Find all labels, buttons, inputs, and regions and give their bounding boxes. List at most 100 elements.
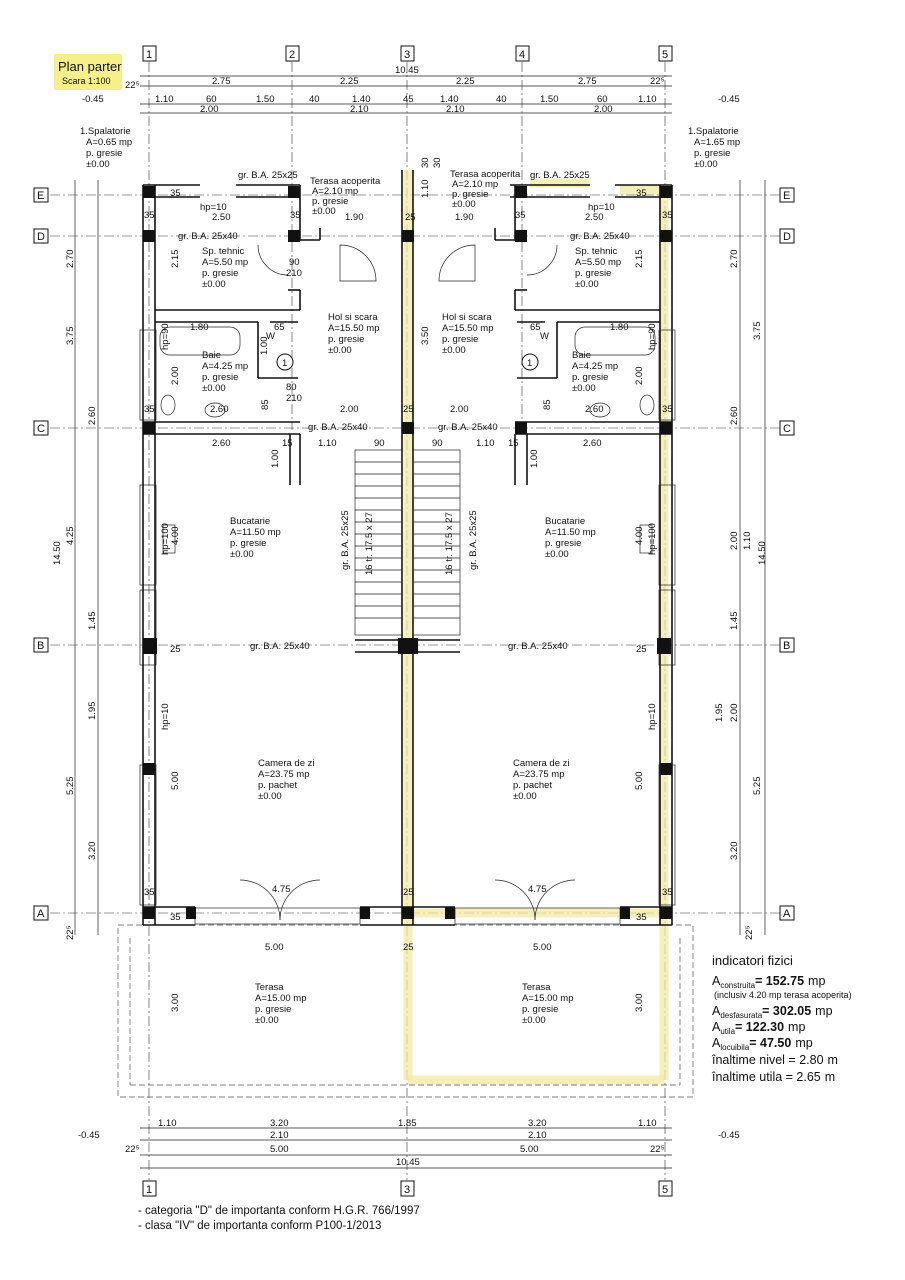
dim-edge-bottom-right: 22⁵ [650, 1144, 665, 1155]
column [288, 230, 300, 242]
dim-top-r2-10: 1.10 [638, 94, 657, 105]
dim-label: 4.00 [634, 527, 645, 546]
dim-top-r2-8: 1.50 [540, 94, 559, 105]
marker-circle-right [521, 353, 539, 371]
axis-label-E-left: E [37, 190, 44, 202]
room-name: Terasa [522, 982, 551, 993]
column [515, 422, 527, 434]
room-finish: p. gresie [522, 1004, 558, 1015]
axis-bubble-C-right [779, 420, 795, 436]
dim-label: 25 [403, 942, 414, 953]
room-level: ±0.00 [312, 206, 336, 217]
dim-left-6: 1.95 [87, 702, 98, 721]
column [657, 638, 671, 654]
dim-label: 35 [662, 210, 673, 221]
column [143, 763, 155, 775]
column [398, 638, 418, 654]
axis-label-D-left: D [37, 231, 45, 243]
indicator-construita-note: (inclusiv 4.20 mp terasa acoperita) [714, 990, 852, 1000]
axis-label-1-bottom: 1 [146, 1184, 152, 1196]
dim-top-r2-2: 1.50 [256, 94, 275, 105]
dim-label: hp=10 [160, 703, 171, 730]
dim-label: 35 [144, 210, 155, 221]
dim-label: 35 [170, 188, 181, 199]
room-finish: p. gresie [86, 148, 122, 159]
dim-level-top-right: -0.45 [718, 94, 740, 105]
beam-label: gr. B.A. 25x40 [438, 422, 498, 433]
dim-top-r2-7: 40 [496, 94, 507, 105]
column [660, 907, 672, 919]
axis-bubble-5-bottom [658, 1180, 673, 1197]
dim-right-2: 2.60 [729, 407, 740, 426]
room-name: Camera de zi [258, 758, 315, 769]
room-name: Terasa [255, 982, 284, 993]
dim-right-5: 14.50 [757, 541, 768, 565]
dim-label: 2.50 [212, 212, 231, 223]
dim-label: 80 [286, 382, 297, 393]
room-level: ±0.00 [86, 159, 110, 170]
axis-label-4-top: 4 [519, 49, 525, 61]
room-finish: p. gresie [694, 148, 730, 159]
room-area: A=5.50 mp [575, 257, 621, 268]
room-name: Bucatarie [545, 516, 585, 527]
dim-label: 2.60 [212, 438, 231, 449]
beam-label: gr. B.A. 25x40 [308, 422, 368, 433]
dim-label: 15 [282, 438, 293, 449]
room-finish: p. gresie [312, 196, 348, 207]
axis-label-1-top: 1 [146, 49, 152, 61]
room-level: ±0.00 [230, 549, 254, 560]
dim-label: 25 [170, 644, 181, 655]
dim-label: 30 [420, 157, 431, 168]
dim-label: hp=10 [588, 202, 615, 213]
room-name: Hol si scara [442, 312, 492, 323]
dim-label: 210 [286, 268, 302, 279]
columns [143, 186, 672, 919]
dim-label: 2.00 [634, 367, 645, 386]
axis-bubble-A-right [779, 905, 795, 921]
axis-label-5-top: 5 [662, 49, 668, 61]
dim-label: 2.00 [170, 367, 181, 386]
dim-edge-top-left: 22⁵ [125, 80, 140, 91]
dim-label: 2.15 [634, 250, 645, 269]
room-finish: p. gresie [328, 334, 364, 345]
dim-right-7: 1.95 [714, 704, 725, 723]
dim-edge-bottom-left: 22⁵ [125, 1144, 140, 1155]
room-area: A=23.75 mp [258, 769, 310, 780]
axis-label-C-left: C [37, 423, 45, 435]
staircase [354, 449, 461, 636]
dim-label: 1.10 [318, 438, 337, 449]
beam-label: gr. B.A. 25x40 [250, 641, 310, 652]
bottom-axis-bubbles: 1 3 5 [142, 1180, 673, 1197]
axis-bubble-1-bottom [142, 1180, 157, 1197]
room-name: Camera de zi [513, 758, 570, 769]
beam-label-vertical: gr. B.A. 25x25 [468, 510, 479, 570]
dim-label: 4.75 [528, 884, 547, 895]
column [660, 422, 672, 434]
dim-label: 25 [403, 404, 414, 415]
room-name: Sp. tehnic [575, 246, 617, 257]
dim-top-r1-1: 2.25 [340, 76, 359, 87]
dim-label: 65 [274, 322, 285, 333]
column [143, 186, 155, 198]
axis-label-3-bottom: 3 [404, 1184, 410, 1196]
room-finish: p. gresie [572, 372, 608, 383]
plan-title: Plan parter [58, 59, 122, 74]
dim-edge-top-right: 22⁵ [650, 76, 665, 87]
column [445, 907, 455, 919]
column [143, 230, 155, 242]
room-level: ±0.00 [575, 279, 599, 290]
dim-bottom-4: 1.10 [638, 1118, 657, 1129]
room-area: A=11.50 mp [545, 527, 596, 538]
dim-label: hp=100 [160, 523, 171, 555]
dim-edge-right-bottom: 22⁵ [744, 925, 755, 940]
room-area: A=0.65 mp [86, 137, 132, 148]
dim-top-r2-4: 1.40 [352, 94, 371, 105]
room-name: Terasa acoperita [310, 176, 381, 187]
room-level: ±0.00 [513, 791, 537, 802]
marker-w-left: W [266, 331, 275, 342]
interior-dimensions: 35 hp=10 2.50 35 35 1.90 1.90 25 35 2.50… [144, 157, 673, 1012]
axis-bubble-2-top [285, 45, 300, 62]
room-name: Baie [202, 350, 221, 361]
